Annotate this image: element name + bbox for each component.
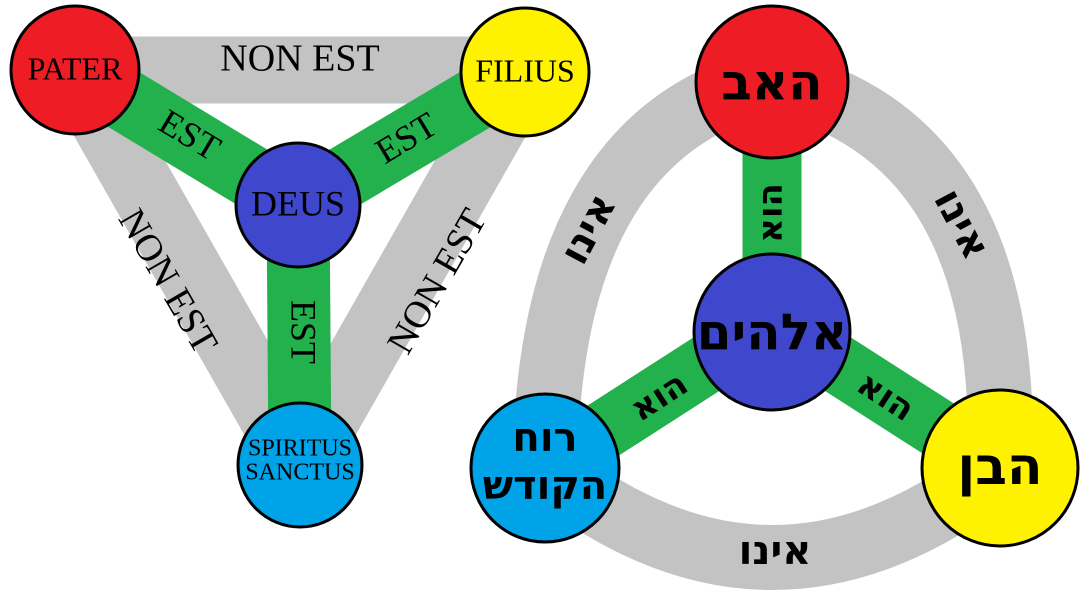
hebrew-shield-diagram: הוא הוא הוא אינו אינו אינו האב אלהים רוח… bbox=[469, 4, 1080, 590]
hebrew-node-god-label: אלהים bbox=[697, 304, 848, 362]
hebrew-node-spirit: רוח הקודש bbox=[469, 392, 621, 544]
latin-label-non-est-top: NON EST bbox=[220, 38, 379, 80]
hebrew-node-spirit-label-line2: הקודש bbox=[483, 463, 608, 509]
hebrew-node-father: האב bbox=[694, 4, 850, 160]
hebrew-label-is-not-bottom: אינו bbox=[739, 528, 812, 574]
hebrew-node-father-label: האב bbox=[721, 54, 822, 112]
latin-node-spiritus-label-line1: SPIRITUS bbox=[248, 436, 352, 462]
latin-node-pater: PATER bbox=[9, 4, 141, 136]
latin-node-filius: FILIUS bbox=[459, 6, 591, 138]
latin-node-filius-label: FILIUS bbox=[475, 52, 575, 88]
hebrew-node-god: אלהים bbox=[692, 252, 852, 412]
latin-link-filius-spiritus bbox=[273, 54, 552, 481]
latin-link-pater-spiritus bbox=[48, 54, 327, 481]
latin-node-deus-label: DEUS bbox=[251, 183, 345, 223]
latin-node-deus: DEUS bbox=[234, 141, 362, 269]
latin-node-spiritus-sanctus: SPIRITUS SANCTUS bbox=[236, 401, 364, 529]
latin-label-est-bottom: EST bbox=[284, 300, 324, 364]
latin-node-spiritus-label-line2: SANCTUS bbox=[245, 460, 354, 486]
hebrew-node-son: הבן bbox=[920, 388, 1080, 548]
latin-node-pater-label: PATER bbox=[28, 50, 124, 86]
latin-shield-diagram: NON EST NON EST NON EST EST EST EST PATE… bbox=[9, 4, 591, 529]
hebrew-node-spirit-label-line1: רוח bbox=[512, 415, 577, 461]
hebrew-label-is-top: הוא bbox=[751, 183, 791, 243]
hebrew-link-spirit-son bbox=[536, 451, 1009, 588]
hebrew-node-son-label: הבן bbox=[957, 437, 1042, 497]
